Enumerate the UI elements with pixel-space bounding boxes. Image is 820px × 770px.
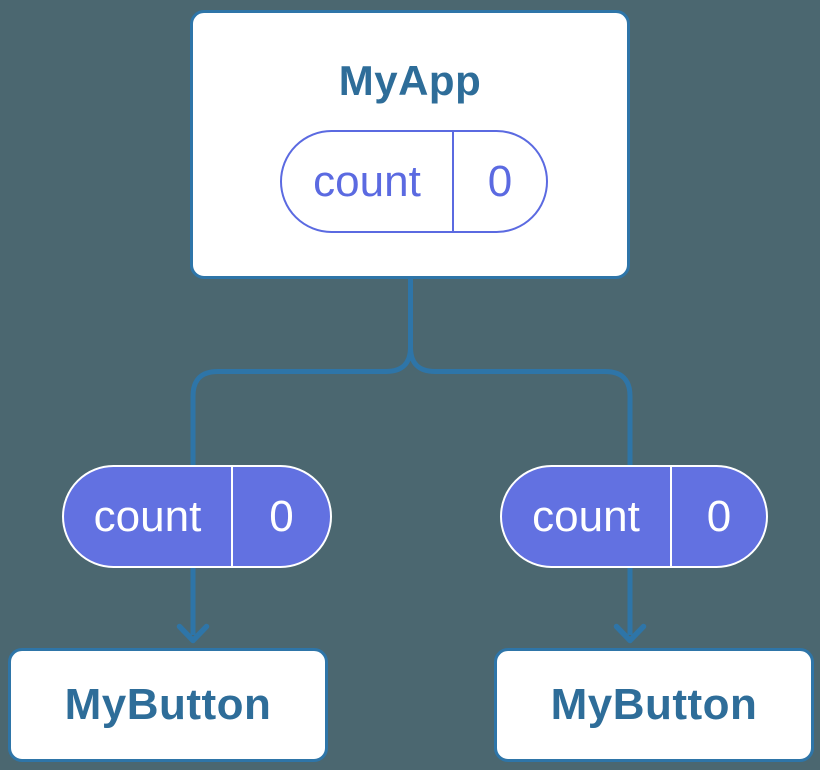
component-card-mybutton-right: MyButton (494, 648, 814, 762)
component-card-myapp: MyApp count 0 (190, 10, 630, 279)
component-title: MyButton (64, 680, 272, 729)
prop-pill-right: count 0 (500, 465, 768, 568)
state-value: 0 (487, 156, 513, 206)
prop-label: count (502, 467, 672, 566)
arrow-down-icon (176, 623, 210, 644)
state-label: count (282, 132, 454, 231)
tree-branch-left (190, 277, 413, 466)
component-card-mybutton-left: MyButton (8, 648, 328, 762)
prop-value: 0 (706, 491, 732, 541)
prop-pill-left: count 0 (62, 465, 332, 568)
component-title: MyButton (550, 680, 758, 729)
arrow-down-icon (613, 623, 647, 644)
prop-value: 0 (269, 491, 294, 541)
component-title: MyApp (338, 57, 482, 104)
tree-branch-right (408, 346, 633, 466)
prop-label: count (64, 467, 233, 566)
state-pill: count 0 (280, 130, 548, 233)
